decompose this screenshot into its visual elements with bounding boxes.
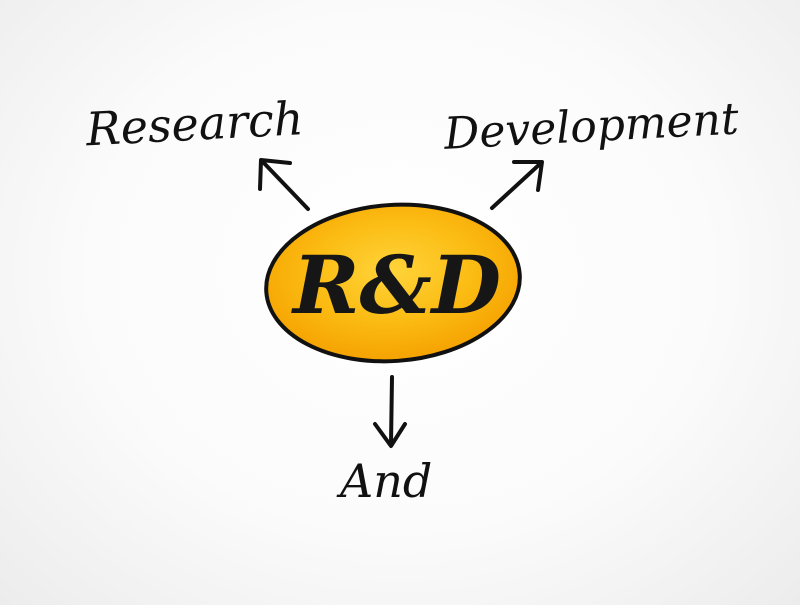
- arrow-and: [373, 375, 407, 448]
- development-label: Development: [442, 93, 740, 159]
- research-label: Research: [84, 91, 305, 156]
- center-oval: [264, 202, 522, 364]
- and-label: And: [336, 454, 432, 508]
- arrow-development: [490, 160, 544, 210]
- center-node: R&D: [264, 202, 522, 364]
- center-label: R&D: [291, 238, 501, 332]
- arrow-research: [258, 158, 310, 211]
